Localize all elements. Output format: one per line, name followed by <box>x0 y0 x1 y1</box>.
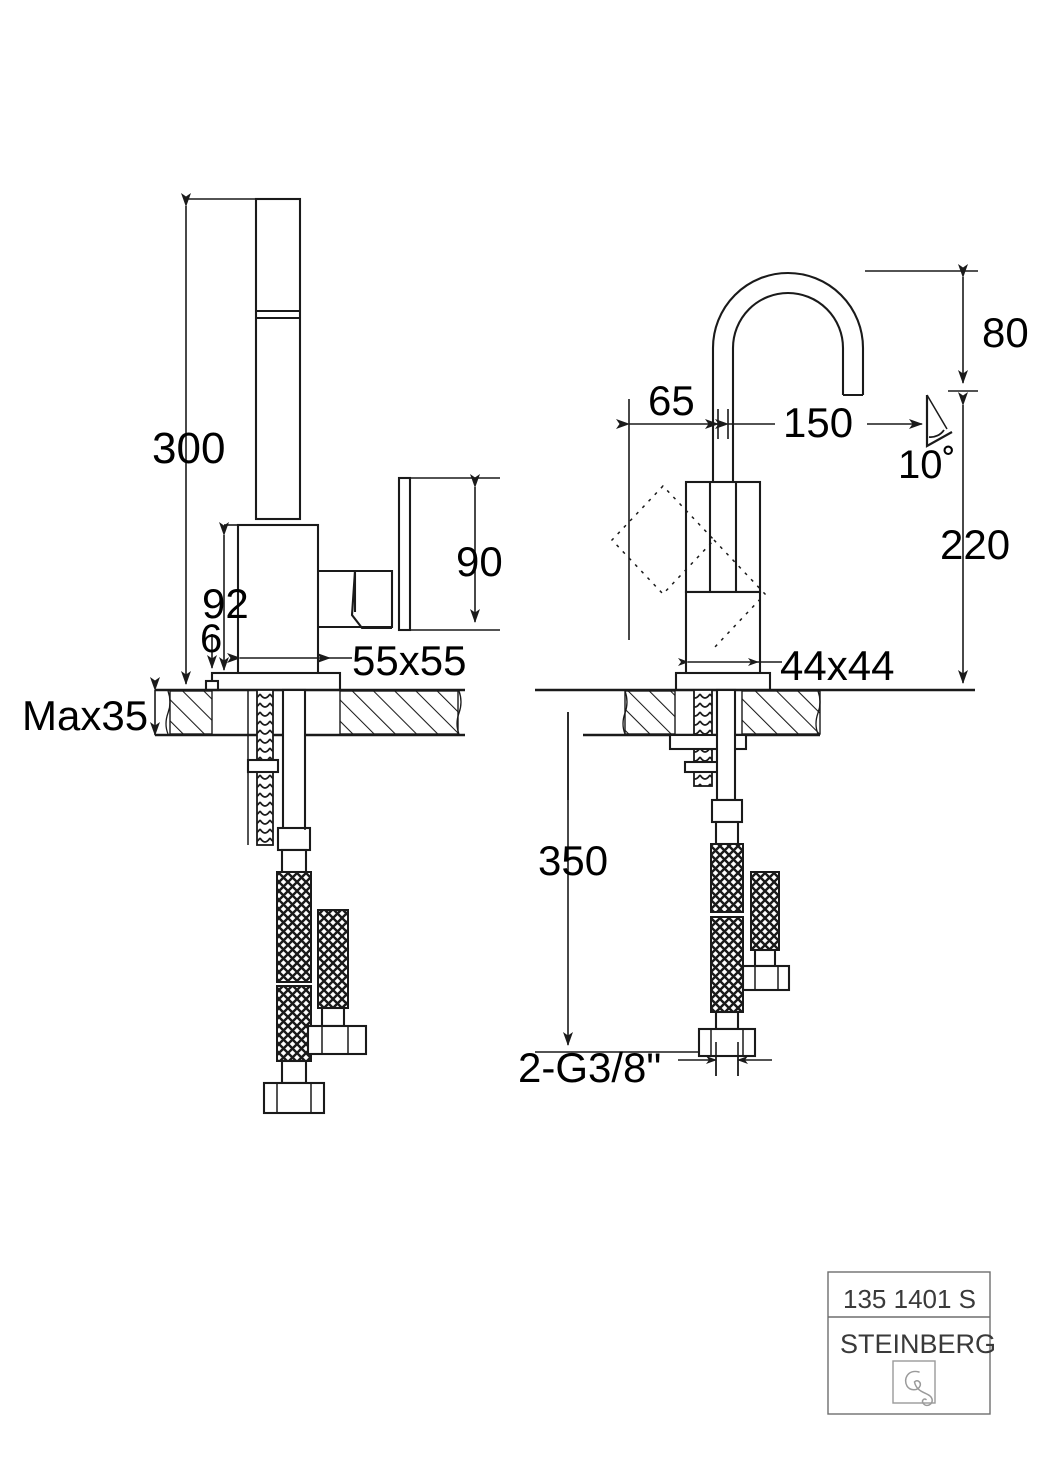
dim-label-92: 92 <box>202 580 249 627</box>
dim-label-300: 300 <box>152 424 225 473</box>
dim-label-max35: Max35 <box>22 692 148 739</box>
dimension-labels: 300 92 6 Max35 55x55 90 80 65 150 10˚ 22… <box>22 309 1029 1091</box>
dim-label-80: 80 <box>982 309 1029 356</box>
title-block: 135 1401 S STEINBERG <box>827 1271 996 1415</box>
dim-label-150: 150 <box>783 399 853 446</box>
front-view-dimensions <box>535 264 978 1076</box>
dim-label-10deg: 10˚ <box>898 443 956 487</box>
dim-label-90: 90 <box>456 538 503 585</box>
side-view-geometry <box>155 197 465 1115</box>
dim-label-55x55: 55x55 <box>352 637 466 684</box>
front-view-geometry <box>535 272 975 1076</box>
side-view-dimensions <box>150 193 500 736</box>
dim-label-65: 65 <box>648 377 695 424</box>
brand-name: STEINBERG <box>840 1329 996 1359</box>
dim-label-350: 350 <box>538 837 608 884</box>
dim-label-44x44: 44x44 <box>780 642 894 689</box>
dim-label-2g38: 2-G3/8" <box>518 1044 661 1091</box>
dim-label-6: 6 <box>200 617 222 661</box>
dim-label-220: 220 <box>940 521 1010 568</box>
article-number: 135 1401 S <box>843 1284 976 1314</box>
